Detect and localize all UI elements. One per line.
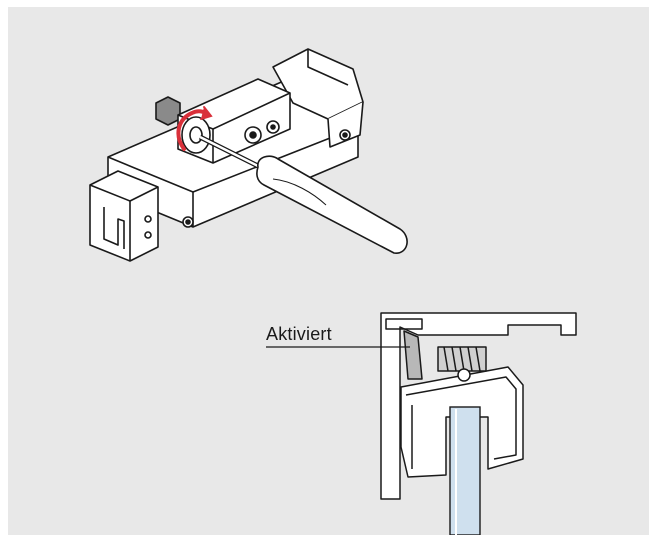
mechanism-adjustment-illustration — [89, 48, 408, 262]
callout-label-aktiviert: Aktiviert — [266, 324, 332, 344]
clamp-screw — [457, 368, 471, 382]
activated-lever — [403, 330, 423, 380]
cross-section-illustration — [266, 312, 577, 535]
figure-panel: Aktiviert — [8, 7, 649, 535]
screwdriver — [198, 134, 408, 254]
glass-panel — [449, 406, 481, 535]
left-end-block — [89, 170, 159, 262]
screwdriver-handle — [256, 155, 408, 254]
outer-profile — [380, 312, 577, 500]
rotation-arrow-icon — [176, 106, 213, 151]
glass-clamp — [400, 366, 524, 478]
